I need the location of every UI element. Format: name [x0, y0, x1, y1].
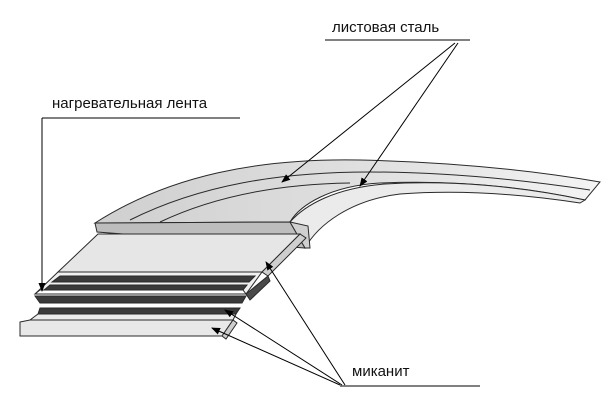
micanite-layer-top	[56, 233, 307, 277]
micanite-arrow-1	[265, 261, 346, 386]
micanite-arrow-3	[211, 327, 341, 386]
heating-tape-label: нагревательная лента	[52, 95, 208, 112]
steel-label-group: листовая сталь	[281, 19, 470, 187]
micanite-label-group: миканит	[211, 261, 480, 387]
steel-label: листовая сталь	[332, 19, 439, 36]
heating-tape-layer	[28, 271, 271, 321]
steel-arrow-2	[359, 42, 459, 187]
micanite-layer-bottom	[19, 319, 238, 340]
micanite-label: миканит	[352, 363, 410, 380]
heating-tape-label-group: нагревательная лента	[38, 95, 240, 292]
micanite-arrow-2	[224, 309, 343, 386]
steel-arrow-1	[281, 42, 456, 183]
